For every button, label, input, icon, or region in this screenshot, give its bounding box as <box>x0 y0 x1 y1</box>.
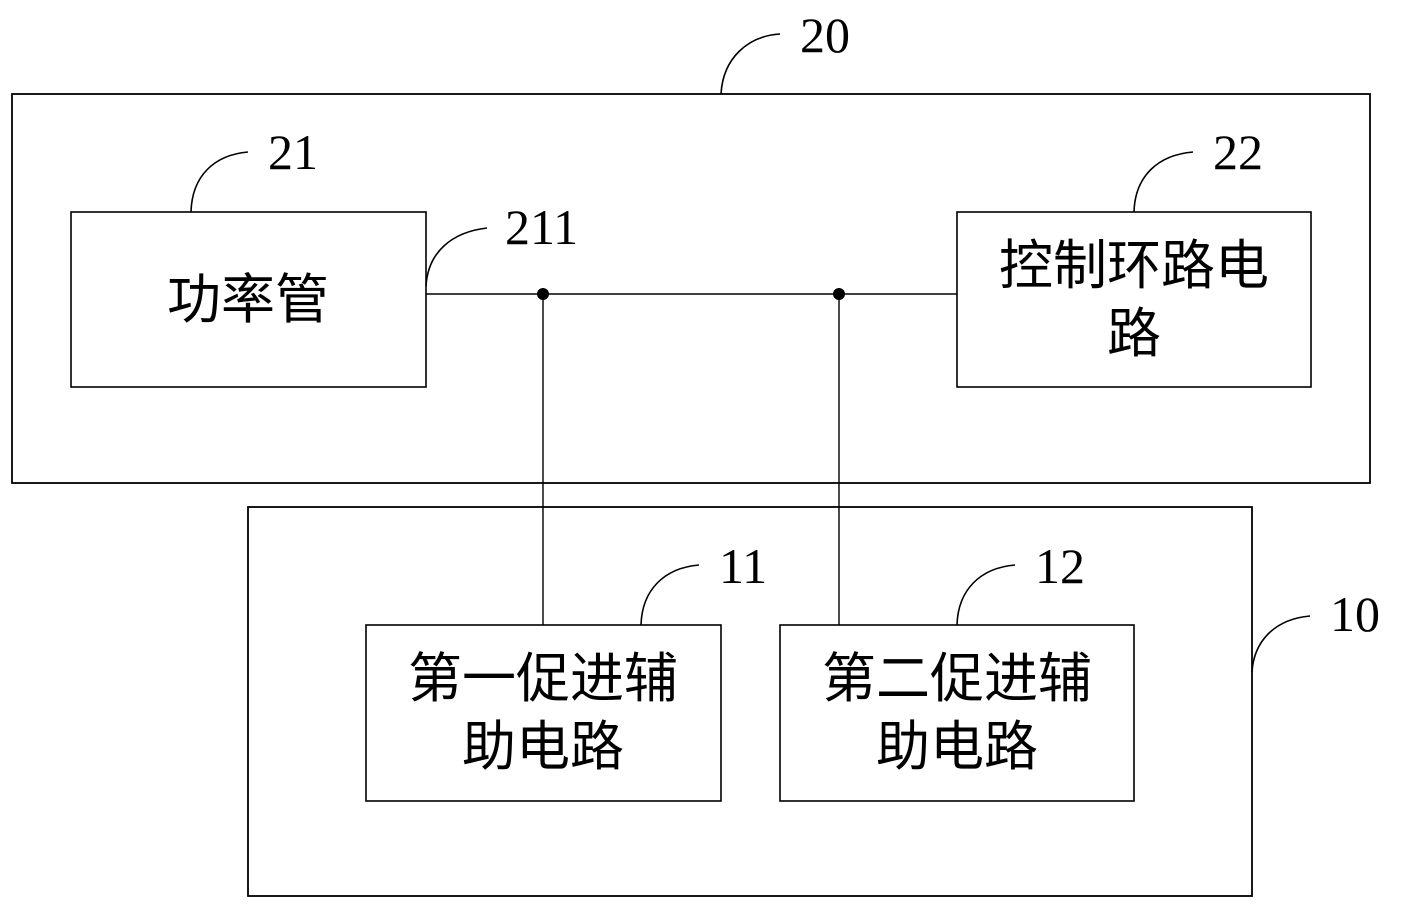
module-20-frame <box>11 93 1371 484</box>
control-loop-label-line-1: 控制环路电 <box>999 234 1269 297</box>
second-aux-leader <box>956 564 1016 626</box>
second-aux-label-line-2: 助电路 <box>876 715 1038 778</box>
first-aux-ref: 11 <box>719 538 767 594</box>
first-aux-label-line-2: 助电路 <box>462 715 624 778</box>
module-10-ref: 10 <box>1330 586 1380 642</box>
second-aux-label-line-1: 第二促进辅 <box>822 647 1092 710</box>
control-loop-block <box>956 211 1312 388</box>
second-aux-ref: 12 <box>1035 538 1085 594</box>
junction-dot-1 <box>537 288 549 300</box>
second-aux-block <box>779 624 1135 802</box>
module-10-frame <box>247 506 1253 897</box>
junction-dot-2 <box>833 288 845 300</box>
terminal-211-ref: 211 <box>505 199 578 255</box>
power-tube-label: 功率管 <box>167 268 329 331</box>
first-aux-label-line-1: 第一促进辅 <box>408 647 678 710</box>
module-20-leader <box>720 33 781 95</box>
control-loop-ref: 22 <box>1213 124 1263 180</box>
terminal-211-leader <box>425 227 488 287</box>
module-10-leader <box>1251 615 1311 673</box>
power-tube-ref: 21 <box>268 124 318 180</box>
control-loop-leader <box>1133 151 1194 213</box>
first-aux-block <box>365 624 722 802</box>
power-tube-leader <box>190 151 249 213</box>
control-loop-label-line-2: 路 <box>1107 302 1161 365</box>
power-tube-block <box>70 211 427 388</box>
module-20-ref: 20 <box>800 7 850 63</box>
first-aux-leader <box>640 564 700 626</box>
